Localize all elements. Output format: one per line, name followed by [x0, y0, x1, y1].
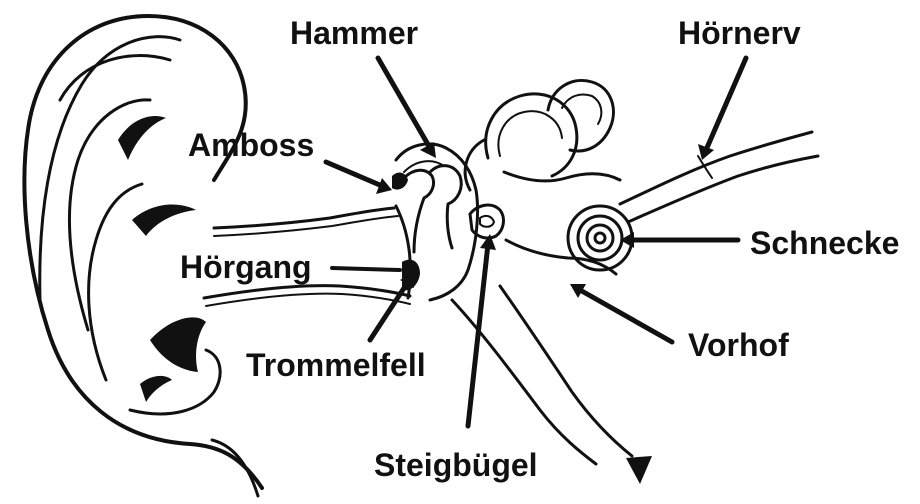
label-hoernerv: Hörnerv: [678, 15, 801, 51]
label-amboss: Amboss: [188, 127, 314, 163]
label-schnecke: Schnecke: [750, 225, 899, 261]
ear-canal: [202, 206, 412, 307]
label-hoergang: Hörgang: [180, 249, 312, 285]
inner-ear: [463, 79, 820, 276]
labels: Hammer Hörnerv Amboss Schnecke Hörgang V…: [180, 15, 899, 483]
label-hammer: Hammer: [290, 15, 418, 51]
leader-lines: [323, 55, 749, 484]
outer-ear: [22, 14, 264, 498]
middle-ear: [392, 142, 634, 466]
label-trommelfell: Trommelfell: [246, 347, 426, 383]
label-vorhof: Vorhof: [688, 327, 789, 363]
label-steigbuegel: Steigbügel: [374, 447, 538, 483]
